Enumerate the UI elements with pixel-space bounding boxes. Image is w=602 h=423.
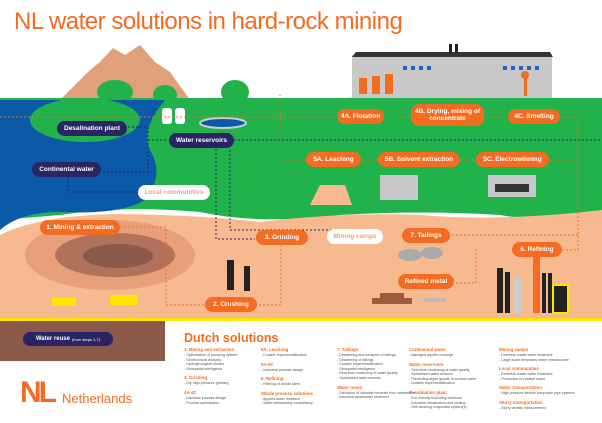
solution-item: - Geospatial intelligence — [184, 366, 223, 371]
solution-item: - Dewatering of tailings — [337, 357, 374, 362]
solution-heading: 5A-5C — [261, 361, 274, 367]
solution-item: - Process optimization — [184, 400, 220, 405]
solutions-column: 1. Mining and extraction- Optimization o… — [184, 347, 237, 405]
solution-item: - Slurry density measurement — [499, 405, 546, 410]
solution-item: - Specialized water sensors — [337, 375, 381, 380]
node-flotation[interactable]: 4A. Flotation — [337, 109, 384, 124]
node-leaching[interactable]: 5A. Leaching — [306, 152, 361, 167]
mountain — [60, 45, 190, 100]
solution-heading: Local communities — [499, 366, 539, 372]
dutch-solutions-title: Dutch solutions — [184, 331, 279, 345]
solution-heading: Water reservoirs — [409, 361, 444, 367]
solution-item: - Managed aquifer recharge — [409, 353, 454, 357]
node-crushing[interactable]: 2. Crushing — [205, 297, 257, 312]
solution-item: - Applied water research — [261, 396, 300, 401]
netherlands-label: Netherlands — [62, 390, 133, 406]
solution-heading: 4A-4C — [184, 389, 197, 395]
solution-item: - Hydrogeological studies — [184, 362, 225, 367]
node-solvent-extraction[interactable]: 5B. Solvent extraction — [378, 152, 460, 167]
solution-item: - Durable impermeabilization — [409, 381, 455, 386]
solution-item: - Domestic waste water treatment — [499, 372, 553, 377]
solutions-column: 7. Tailings- Dewatering and transport of… — [337, 347, 416, 400]
solution-heading: 6. Refining — [261, 376, 284, 382]
node-mining-camps[interactable]: Mining camps — [327, 229, 383, 244]
solution-item: - High pressure flexible composite pipe … — [499, 391, 576, 396]
solution-item: - Large-scale temporary water infrastruc… — [499, 357, 569, 362]
node-refined-metal[interactable]: Refined metal — [398, 274, 454, 289]
solution-item: - Self-cleaning evaporator system(s) — [409, 405, 467, 410]
solutions-column: Mining camps- Domestic waste water treat… — [499, 347, 575, 411]
node-smelting[interactable]: 4C. Smelting — [508, 109, 560, 124]
solution-heading: Slurry transportation — [499, 399, 543, 405]
solution-heading: 3. Grinding — [184, 375, 208, 381]
solution-item: - Dry high-pressure grinding — [184, 381, 229, 386]
solution-item: - Durable impermeabilization — [337, 362, 383, 367]
node-water-reservoirs[interactable]: Water reservoirs — [169, 133, 234, 148]
solution-item: - Filtering of anode slime — [261, 382, 301, 387]
node-mining-extraction[interactable]: 1. Mining & extraction — [40, 220, 120, 235]
node-water-reuse[interactable]: Water reuse (from steps 1-7) — [23, 332, 113, 346]
solution-heading: Whole process solutions — [261, 390, 313, 396]
solution-item: - Geospatial intelligence — [337, 366, 376, 371]
solution-heading: Mining camps — [499, 347, 529, 352]
bulldozer — [52, 298, 76, 306]
refinery — [497, 257, 569, 314]
node-desalination-plant[interactable]: Desalination plant — [57, 121, 127, 136]
solution-item: - Dewatering and transport of tailings — [337, 353, 396, 357]
node-drying-mixing[interactable]: 4B. Drying, mixing of concentrate — [411, 104, 484, 126]
water-reuse-label: Water reuse — [35, 336, 70, 342]
solution-item: - Geotechnical analysis — [184, 357, 222, 362]
node-local-communities[interactable]: Local communities — [138, 185, 210, 200]
processing-plant-building — [352, 44, 553, 105]
nl-brand: NL Netherlands — [20, 376, 132, 410]
solution-heading: Continental water — [409, 347, 446, 352]
solution-item: - Production of potable water — [499, 376, 545, 381]
water-pipe — [0, 318, 602, 321]
solution-heading: 5A. Leaching — [261, 347, 289, 352]
solution-item: - Eco-friendly biofouling solutions — [409, 395, 462, 400]
solution-item: - Durable impermeabilization — [261, 353, 307, 357]
solution-item: - Real-time monitoring of water quality — [409, 367, 470, 372]
dump-truck — [110, 295, 138, 305]
solution-item: - Industrial process design — [184, 395, 226, 400]
solution-heading: 1. Mining and extraction — [184, 347, 235, 352]
solutions-column: Continental water- Managed aquifer recha… — [409, 347, 476, 410]
solution-item: - Domestic waste water treatment — [499, 353, 553, 357]
node-refining[interactable]: 6. Refining — [512, 242, 562, 257]
solution-heading: Water transportation — [499, 385, 543, 391]
solution-item: - Preventing algae growth in surface wat… — [409, 376, 477, 381]
solution-heading: Desalination plant — [409, 389, 447, 395]
solution-item: - Water stewardship consultancy — [261, 401, 313, 406]
page-title: NL water solutions in hard-rock mining — [14, 8, 403, 35]
solution-heading: Water reuse — [337, 384, 362, 390]
solution-item: - Extraction of valuable minerals from w… — [337, 390, 416, 395]
node-electrowinning[interactable]: 5C. Electrowinning — [476, 152, 549, 167]
solution-item: - Optimization of pumping system — [184, 353, 238, 357]
reservoir-pool — [199, 117, 247, 129]
node-tailings[interactable]: 7. Tailings — [402, 228, 450, 243]
solutions-column: 5A. Leaching- Durable impermeabilization… — [261, 347, 313, 406]
solution-item: - Specialized water sensors — [409, 372, 453, 377]
solution-item: - Industrial desalination and cooling — [409, 400, 466, 405]
solution-item: - Industrial process design — [261, 367, 303, 372]
solution-item: - Real-time monitoring of water quality — [337, 371, 398, 376]
node-grinding[interactable]: 3. Grinding — [256, 230, 308, 245]
nl-logo: NL — [20, 376, 57, 409]
solution-heading: 7. Tailings — [337, 347, 359, 352]
node-continental-water[interactable]: Continental water — [32, 162, 101, 177]
solution-item: - Industrial wastewater treatment — [337, 395, 390, 400]
water-reuse-note: (from steps 1-7) — [71, 336, 101, 342]
